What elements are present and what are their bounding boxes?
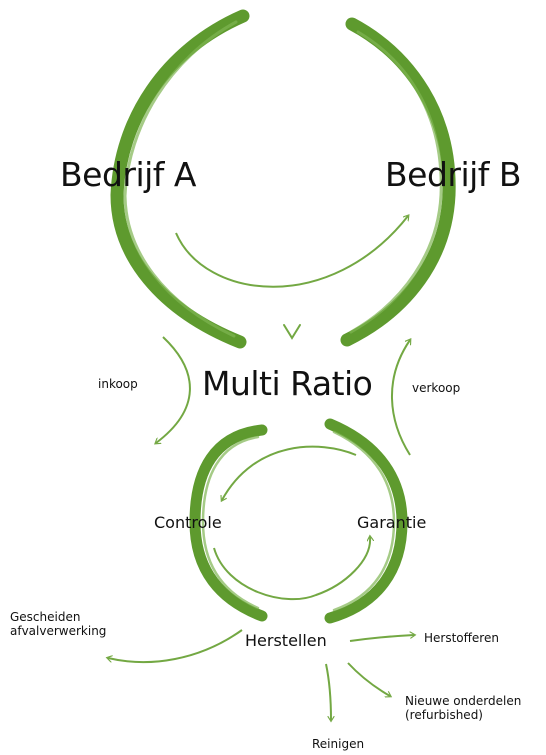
cleaning-label: Reinigen [312,737,365,751]
to-separated-waste-arrow [108,629,243,664]
purchase-label: inkoop [98,377,138,391]
inspection-label: Controle [154,513,222,532]
a-to-b-arrow [175,216,408,288]
bottom-circle-left-stroke [189,424,268,622]
company-b-label: Bedrijf B [385,155,522,194]
to-new-parts-arrow [347,662,390,696]
warranty-label: Garantie [357,513,427,532]
top-chevron-icon [283,324,301,340]
new-parts-label: Nieuwe onderdelen (refurbished) [405,694,522,722]
separated-waste-label: Gescheiden afvalverwerking [10,610,107,638]
top-circle-right-stroke-texture [349,30,443,334]
cycle-arrow-top [222,445,357,500]
sales-label: verkoop [412,381,461,395]
repair-label: Herstellen [245,631,327,650]
cycle-arrow-bottom [213,537,370,601]
purchase-arrow [156,336,191,443]
sales-arrow [391,340,410,456]
top-circle-left-stroke [110,9,250,349]
bottom-circle-right-stroke-texture [332,430,396,612]
to-reupholster-arrow [349,635,414,642]
reupholster-label: Herstofferen [424,631,499,645]
to-cleaning-arrow [325,663,331,720]
bottom-circle-left-stroke-texture [201,435,260,610]
company-a-label: Bedrijf A [60,155,196,194]
multi-ratio-label: Multi Ratio [202,364,373,403]
bottom-circle-right-stroke [324,418,408,624]
top-circle-right-stroke [340,17,456,347]
top-circle-left-stroke-texture [123,20,238,338]
